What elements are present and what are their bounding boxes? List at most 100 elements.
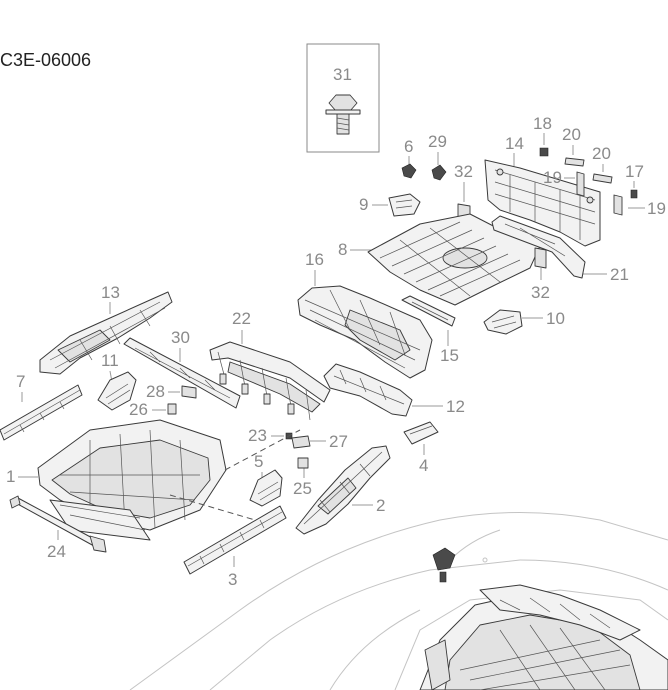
part-label-8: 8: [338, 240, 347, 259]
bracket-icon: [291, 435, 311, 449]
part-25: 25: [293, 457, 312, 498]
bracket-icon: [613, 194, 623, 216]
part-label-15: 15: [440, 346, 459, 365]
bracket-icon: [388, 193, 421, 217]
part-label-27: 27: [329, 432, 348, 451]
part-27: 27: [291, 432, 348, 451]
part-label-4: 4: [419, 456, 428, 475]
crossmember-icon: [491, 215, 586, 279]
cable-icon: [9, 495, 107, 553]
part-label-13: 13: [101, 283, 120, 302]
clip-icon: [167, 403, 177, 415]
part-9: 9: [359, 193, 421, 217]
part-3: 3: [183, 505, 287, 589]
part-32b: 32: [531, 247, 550, 302]
part-label-32b: 32: [531, 283, 550, 302]
part-23: 23: [248, 426, 293, 445]
part-label-3: 3: [228, 570, 237, 589]
part-14: 14: [484, 134, 601, 247]
rear-floor-detail: [419, 547, 668, 690]
part-label-16: 16: [305, 250, 324, 269]
part-31-callout: 31: [306, 43, 380, 153]
part-16: 16: [297, 250, 433, 379]
part-label-23: 23: [248, 426, 267, 445]
part-20b: 20: [592, 144, 613, 184]
part-11: 11: [97, 351, 137, 411]
floor-frame-icon: [37, 419, 227, 541]
part-label-12: 12: [446, 397, 465, 416]
bracket-icon: [483, 309, 523, 335]
part-18: 18: [533, 114, 552, 157]
part-30: 30: [123, 328, 241, 409]
part-label-19b: 19: [647, 199, 666, 218]
part-label-1: 1: [6, 467, 15, 486]
seat-frame-icon: [209, 341, 331, 421]
bolt-icon: [325, 94, 361, 135]
part-label-26: 26: [129, 400, 148, 419]
rear-floor-pan-icon: [367, 213, 541, 306]
part-26: 26: [129, 400, 177, 419]
part-label-17: 17: [625, 162, 644, 181]
part-7: 7: [0, 372, 83, 441]
rear-side-member-icon: [295, 445, 391, 535]
reinforcement-icon: [323, 363, 413, 417]
part-2: 2: [295, 445, 391, 535]
part-label-29: 29: [428, 132, 447, 151]
part-label-10: 10: [546, 309, 565, 328]
clip-icon: [297, 457, 309, 469]
part-label-25: 25: [293, 479, 312, 498]
part-24: 24: [9, 495, 107, 561]
clip-icon: [630, 189, 638, 199]
part-label-22: 22: [232, 309, 251, 328]
part-label-32a: 32: [454, 162, 473, 181]
part-19b: 19: [613, 194, 666, 218]
part-29: 29: [428, 132, 447, 181]
floor-section-icon: [297, 285, 433, 379]
part-label-11: 11: [101, 351, 119, 370]
part-label-20a: 20: [562, 125, 581, 144]
clip-icon: [539, 147, 549, 157]
part-label-19a: 19: [543, 168, 562, 187]
bracket-icon: [564, 157, 585, 167]
part-22: 22: [209, 309, 331, 421]
part-label-9: 9: [359, 195, 368, 214]
clip-icon: [431, 164, 447, 181]
part-label-21: 21: [610, 265, 629, 284]
bracket-icon: [403, 421, 439, 445]
part-21: 21: [491, 215, 629, 284]
part-label-24: 24: [47, 542, 66, 561]
part-13: 13: [39, 283, 173, 375]
part-label-31: 31: [333, 65, 352, 84]
part-4: 4: [403, 421, 439, 475]
part-label-14: 14: [505, 134, 524, 153]
bracket-icon: [181, 385, 197, 399]
side-member-icon: [39, 291, 173, 375]
part-label-6: 6: [404, 137, 413, 156]
part-32a: 32: [454, 162, 473, 223]
part-15: 15: [401, 295, 459, 365]
part-17: 17: [625, 162, 644, 199]
part-label-30: 30: [171, 328, 190, 347]
part-20a: 20: [562, 125, 585, 167]
part-label-2: 2: [376, 496, 385, 515]
rear-panel-icon: [484, 159, 601, 247]
part-10: 10: [483, 309, 565, 335]
part-label-20b: 20: [592, 144, 611, 163]
part-8: 8: [338, 213, 541, 306]
diagram-code: C3E-06006: [0, 50, 92, 70]
part-12: 12: [323, 363, 465, 417]
part-28: 28: [146, 382, 197, 401]
part-1: 1: [6, 419, 301, 541]
part-label-7: 7: [16, 372, 25, 391]
part-label-28: 28: [146, 382, 165, 401]
part-5: 5: [249, 452, 283, 507]
part-19a: 19: [543, 168, 585, 197]
bracket-icon: [576, 171, 585, 197]
bracket-icon: [249, 469, 283, 507]
part-label-18: 18: [533, 114, 552, 133]
sill-rail-icon: [183, 505, 287, 575]
part-6: 6: [401, 137, 417, 179]
bracket-icon: [592, 173, 613, 184]
